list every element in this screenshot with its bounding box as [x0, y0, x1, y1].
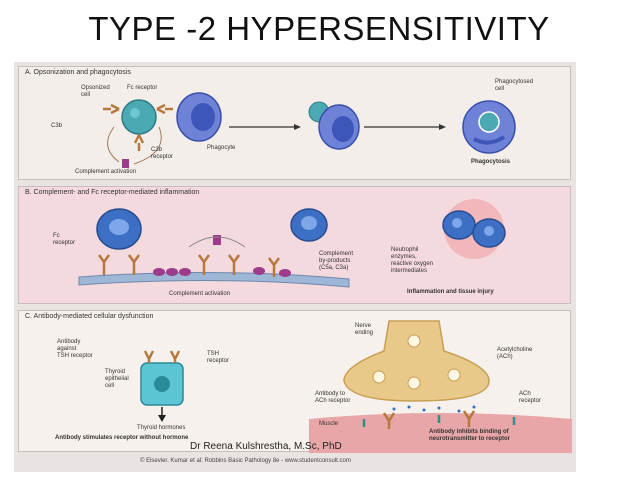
panel-b-title: B. Complement- and Fc receptor-mediated … — [25, 189, 200, 196]
complement-shape — [122, 159, 129, 168]
slide-title: TYPE -2 HYPERSENSITIVITY — [88, 10, 550, 47]
label-c3b: C3b — [51, 123, 63, 129]
label-acetylcholine: Acetylcholine(ACh) — [497, 347, 533, 360]
panel-c-title: C. Antibody-mediated cellular dysfunctio… — [25, 313, 154, 320]
panel-c-illustration — [140, 320, 572, 453]
antibody-shapes — [103, 103, 173, 151]
label-complement-activation-a: Complement activation — [75, 169, 137, 175]
label-muscle: Muscle — [319, 421, 339, 427]
copyright-note: © Elsevier. Kumar et al: Robbins Basic P… — [140, 458, 351, 464]
label-fc-receptor-a: Fc receptor — [127, 85, 158, 91]
panel-dysfunction: C. Antibody-mediated cellular dysfunctio… — [18, 310, 572, 453]
label-complement-activation-b: Complement activation — [169, 291, 231, 297]
panel-b-illustration — [78, 199, 506, 288]
panel-a-illustration — [103, 92, 516, 168]
panel-a-title: A. Opsonization and phagocytosis — [25, 69, 131, 76]
label-stimulates: Antibody stimulates receptor without hor… — [55, 435, 189, 441]
membrane-shape — [78, 271, 350, 288]
opsonized-cell-shape — [121, 99, 157, 135]
pathology-figure: A. Opsonization and phagocytosis — [14, 62, 576, 472]
label-phagocyte: Phagocyte — [207, 145, 236, 151]
author-credit: Dr Reena Kulshrestha, M.Sc, PhD — [190, 441, 342, 452]
panel-opsonization: A. Opsonization and phagocytosis — [18, 66, 571, 180]
label-inflammation: Inflammation and tissue injury — [407, 289, 494, 295]
muscle-shape — [309, 413, 572, 453]
label-phagocytosis: Phagocytosis — [471, 159, 511, 165]
label-thyroid-hormones: Thyroid hormones — [137, 425, 186, 431]
panel-inflammation: B. Complement- and Fc receptor-mediated … — [18, 186, 571, 304]
